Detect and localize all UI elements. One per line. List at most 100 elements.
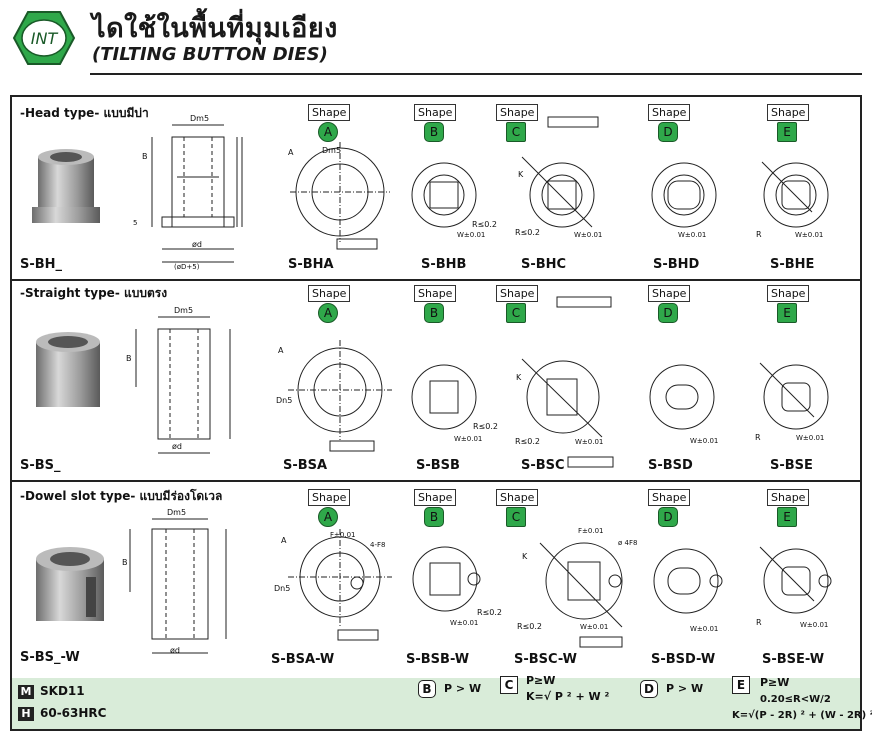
section-divider-2 bbox=[10, 480, 862, 482]
svg-text:5: 5 bbox=[133, 219, 137, 227]
svg-text:W±0.01: W±0.01 bbox=[678, 231, 706, 239]
variant-code: S-BSD-W bbox=[651, 652, 716, 667]
variant-code: S-BSC bbox=[521, 458, 565, 473]
svg-text:R≤0.2: R≤0.2 bbox=[477, 608, 502, 617]
svg-text:B: B bbox=[122, 558, 128, 567]
variant-code: S-BSB-W bbox=[406, 652, 470, 667]
svg-text:K: K bbox=[522, 552, 528, 561]
svg-text:ø 4F8: ø 4F8 bbox=[618, 539, 637, 547]
svg-text:W±0.01: W±0.01 bbox=[580, 623, 608, 631]
svg-text:R≤0.2: R≤0.2 bbox=[515, 228, 540, 237]
footer-specs bbox=[12, 678, 860, 729]
svg-text:W±0.01: W±0.01 bbox=[690, 437, 718, 445]
svg-text:K: K bbox=[518, 170, 524, 179]
svg-text:B: B bbox=[126, 354, 132, 363]
svg-text:Dn5: Dn5 bbox=[274, 584, 290, 593]
svg-text:R: R bbox=[755, 433, 761, 442]
variant-code: S-BSA-W bbox=[271, 652, 335, 667]
section-label-dowel: -Dowel slot type- แบบมีร่องโดเวล bbox=[20, 489, 223, 503]
svg-text:Dm5: Dm5 bbox=[322, 146, 341, 155]
logo-text: INT bbox=[31, 29, 59, 48]
photo-straight-type bbox=[36, 332, 100, 407]
svg-text:R: R bbox=[756, 618, 762, 627]
svg-text:(øD+5): (øD+5) bbox=[174, 263, 200, 271]
section-divider-1 bbox=[10, 279, 862, 281]
svg-text:K: K bbox=[516, 373, 522, 382]
variant-code: S-BSE bbox=[770, 458, 813, 473]
variant-code: S-BHE bbox=[770, 257, 815, 272]
section-label-straight: -Straight type- แบบตรง bbox=[20, 286, 168, 300]
svg-text:4-F8: 4-F8 bbox=[370, 541, 385, 549]
variant-code: S-BSE-W bbox=[762, 652, 825, 667]
photo-head-type bbox=[32, 149, 100, 223]
svg-text:R: R bbox=[756, 230, 762, 239]
section-label-head: -Head type- แบบมีบ่า bbox=[20, 106, 149, 120]
svg-text:R≤0.2: R≤0.2 bbox=[515, 437, 540, 446]
svg-text:A: A bbox=[281, 536, 287, 545]
section-dowel-slot-type bbox=[129, 518, 227, 654]
svg-text:F±0.01: F±0.01 bbox=[330, 531, 355, 539]
part-code-dowel: S-BS_-W bbox=[20, 650, 80, 665]
svg-text:ød: ød bbox=[192, 240, 202, 249]
svg-text:W±0.01: W±0.01 bbox=[795, 231, 823, 239]
variant-code: S-BHD bbox=[653, 257, 700, 272]
svg-text:W±0.01: W±0.01 bbox=[574, 231, 602, 239]
header-rule bbox=[90, 73, 862, 75]
svg-text:Dm5: Dm5 bbox=[190, 114, 209, 123]
variant-code: S-BHB bbox=[421, 257, 467, 272]
svg-text:Dm5: Dm5 bbox=[167, 508, 186, 517]
svg-text:W±0.01: W±0.01 bbox=[796, 434, 824, 442]
svg-text:W±0.01: W±0.01 bbox=[690, 625, 718, 633]
svg-text:A: A bbox=[288, 148, 294, 157]
formula-e: E P≥W 0.20≤R<W/2 K=√(P - 2R) ² + (W - 2R… bbox=[732, 676, 872, 721]
int-logo: INT bbox=[12, 11, 76, 65]
section-head-type bbox=[151, 124, 243, 263]
photo-dowel-slot-type bbox=[36, 547, 104, 621]
variant-code: S-BSB bbox=[416, 458, 460, 473]
variant-code: S-BSC-W bbox=[514, 652, 578, 667]
svg-text:W±0.01: W±0.01 bbox=[454, 435, 482, 443]
svg-text:W±0.01: W±0.01 bbox=[800, 621, 828, 629]
svg-text:ød: ød bbox=[170, 646, 180, 655]
variant-code: S-BHC bbox=[521, 257, 567, 272]
svg-text:Dm5: Dm5 bbox=[174, 306, 193, 315]
svg-text:W±0.01: W±0.01 bbox=[575, 438, 603, 446]
svg-text:F±0.01: F±0.01 bbox=[578, 527, 603, 535]
svg-text:W±0.01: W±0.01 bbox=[450, 619, 478, 627]
page-title-thai: ไดใช้ในพื้นที่มุมเอียง bbox=[92, 13, 338, 44]
part-code-straight: S-BS_ bbox=[20, 458, 61, 473]
variant-code: S-BSD bbox=[648, 458, 693, 473]
svg-text:Dn5: Dn5 bbox=[276, 396, 292, 405]
svg-text:R≤0.2: R≤0.2 bbox=[473, 422, 498, 431]
svg-text:R≤0.2: R≤0.2 bbox=[472, 220, 497, 229]
page-title-english: (TILTING BUTTON DIES) bbox=[92, 44, 328, 65]
section-straight-type bbox=[135, 316, 231, 454]
svg-text:W±0.01: W±0.01 bbox=[457, 231, 485, 239]
formula-c: C P≥W K=√ P ² + W ² bbox=[500, 674, 609, 703]
svg-text:A: A bbox=[278, 346, 284, 355]
variant-code: S-BSA bbox=[283, 458, 328, 473]
svg-text:B: B bbox=[142, 152, 148, 161]
svg-text:R≤0.2: R≤0.2 bbox=[517, 622, 542, 631]
catalog-frame bbox=[10, 95, 862, 731]
variant-code: S-BHA bbox=[288, 257, 334, 272]
